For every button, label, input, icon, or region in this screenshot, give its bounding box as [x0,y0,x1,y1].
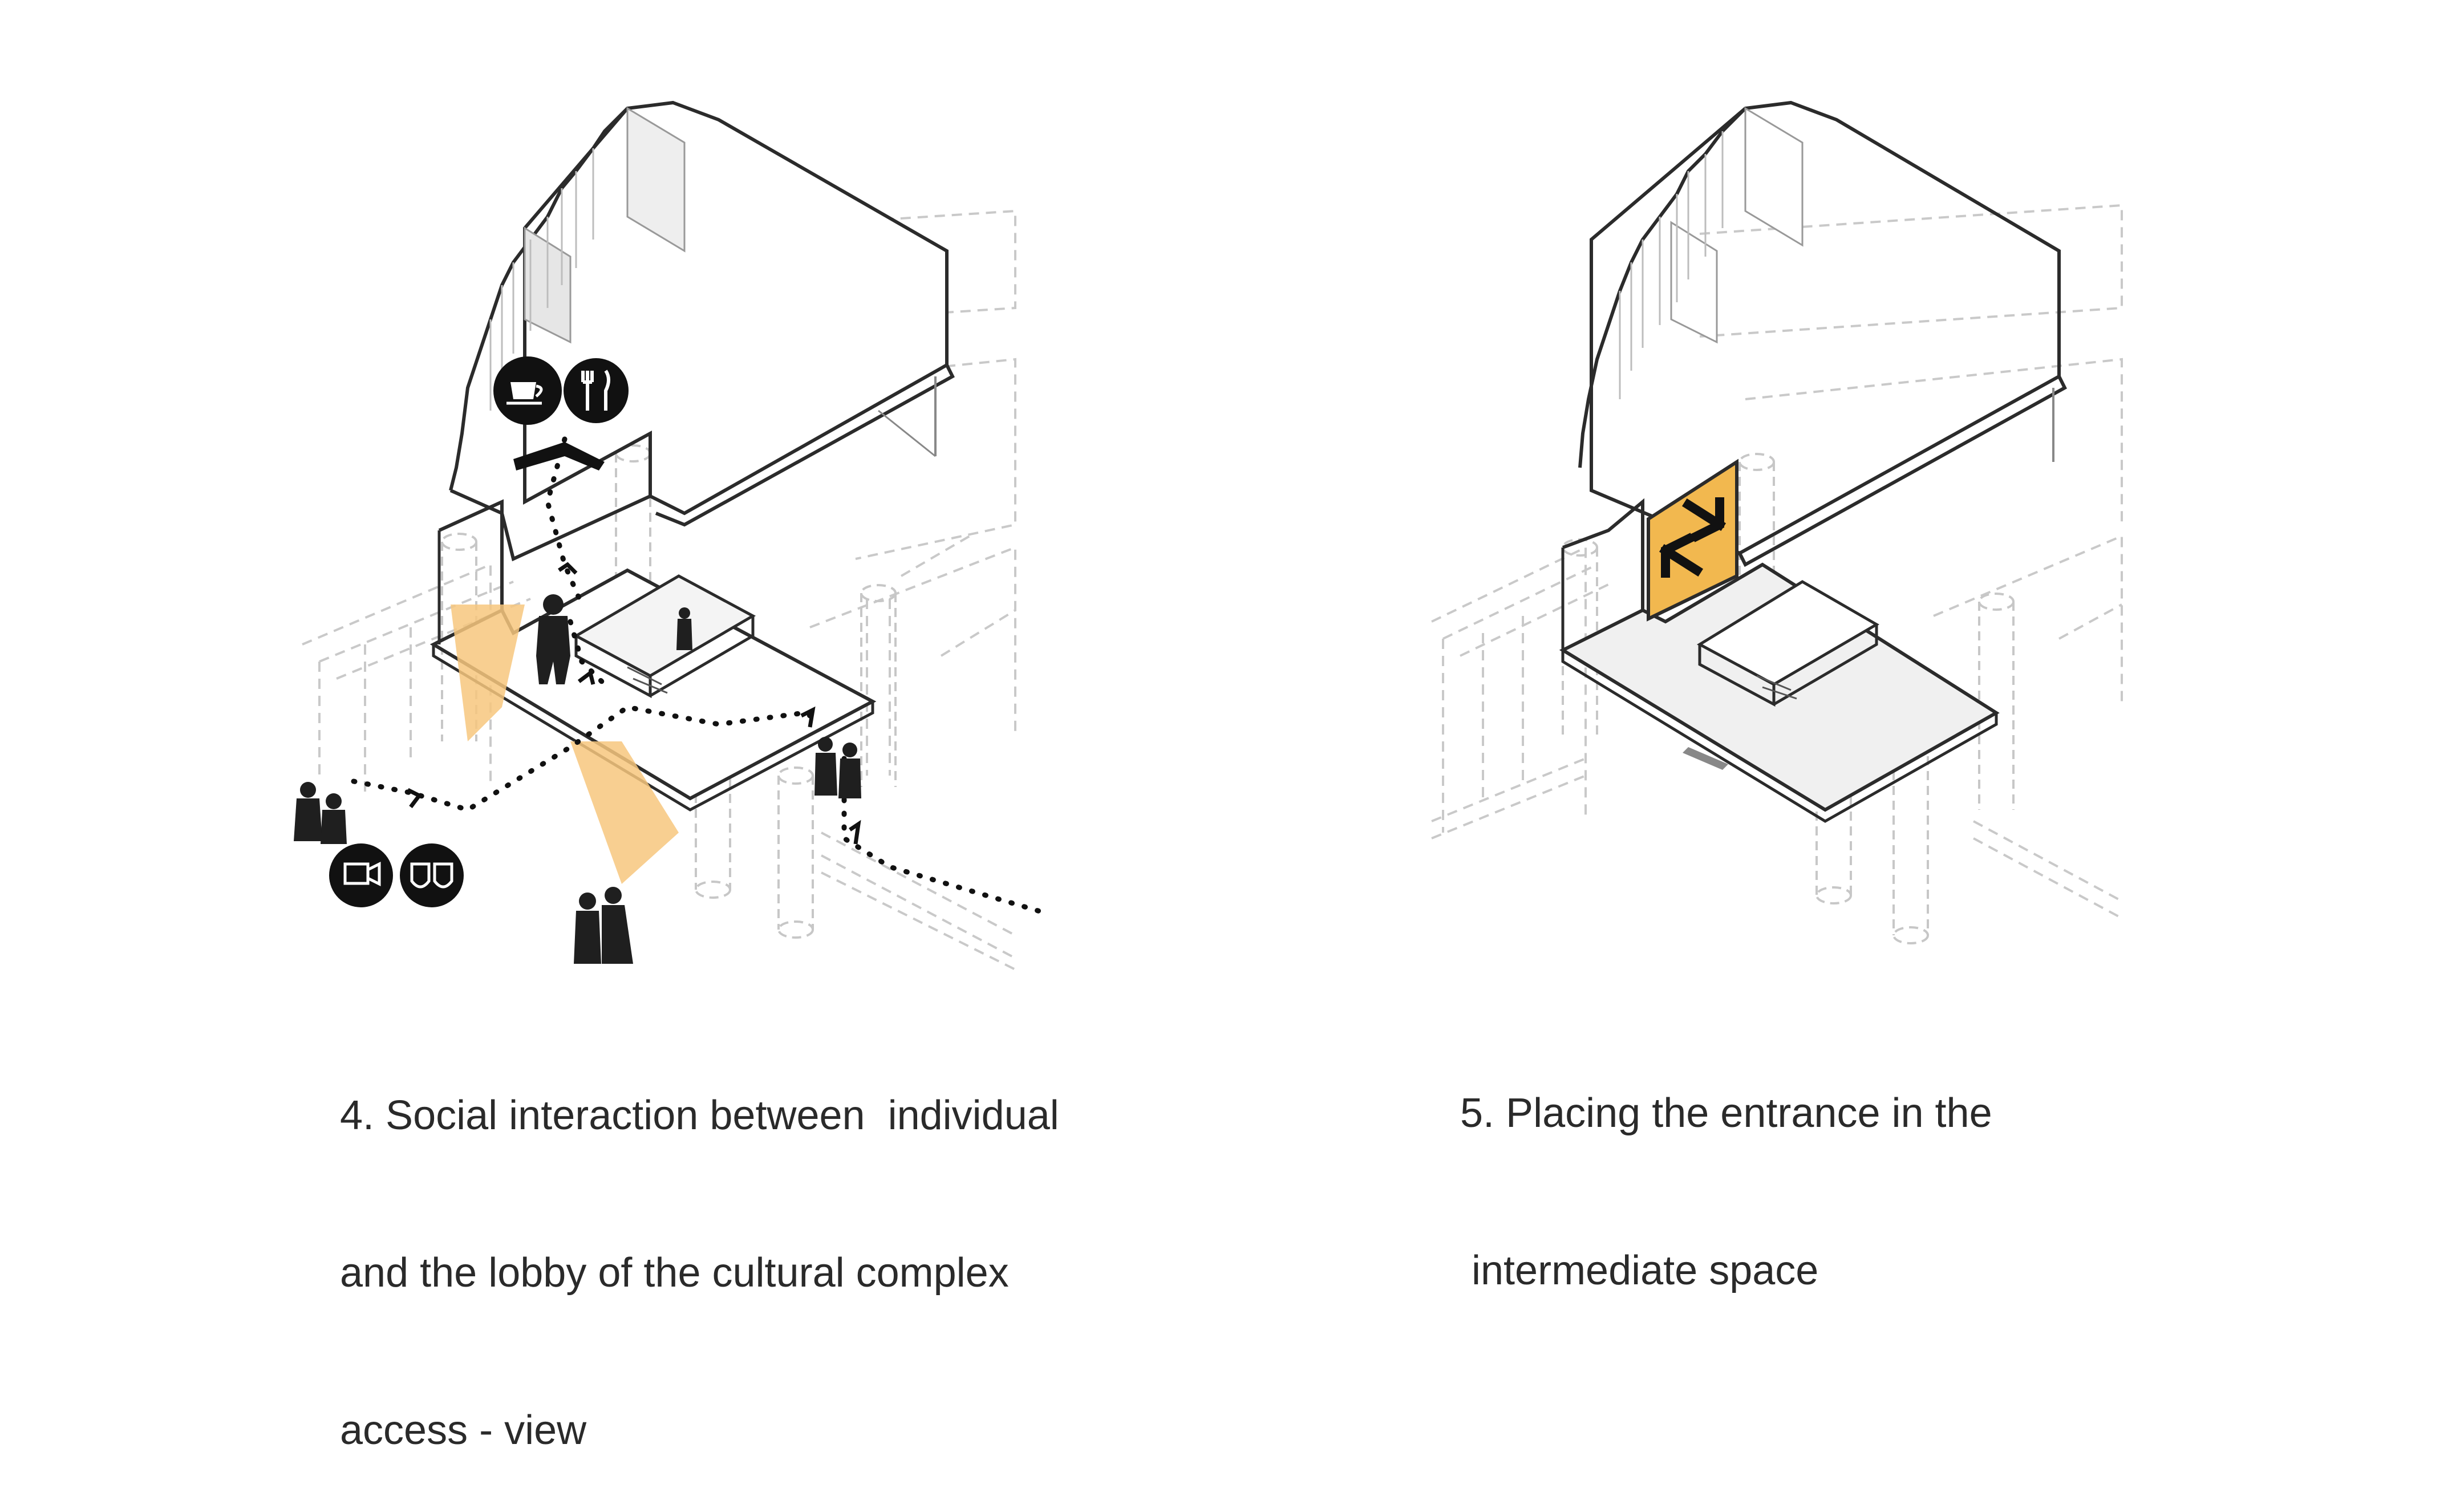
panel-right-axonometric [1431,100,2123,944]
upper-volume-left [449,100,955,562]
caption-line: intermediate space [1460,1248,1819,1293]
caption-line: and the lobby of the cultural complex [340,1250,1009,1296]
caption-line: access - view [340,1407,587,1453]
upper-volume-right [1578,100,2067,567]
caption-entrance-placement: 5. Placing the entrance in the intermedi… [1460,982,1992,1349]
caption-line: 4. Social interaction between individual [340,1093,1059,1138]
theater-masks-icon [400,843,464,907]
path-chevrons [407,562,861,845]
entrance-arrows-icon [1647,459,1738,622]
person-group-bottom-left [294,782,347,844]
video-camera-icon [329,843,393,907]
lobby-platform-right [1559,498,2000,823]
person-group-bottom-center [574,887,633,964]
person-on-platform [536,594,570,684]
up-chevron-marker [513,442,605,470]
panel-left-axonometric [294,100,1047,971]
caption-line: 5. Placing the entrance in the [1460,1090,1992,1136]
diagram-canvas [294,100,2123,971]
people-silhouettes-left [294,594,861,964]
view-cones [451,605,679,884]
fork-knife-icon [564,358,629,423]
caption-social-interaction: 4. Social interaction between individual… [340,984,1059,1509]
person-in-pit [676,607,692,650]
coffee-cup-icon [493,356,562,425]
person-group-right [814,737,861,798]
